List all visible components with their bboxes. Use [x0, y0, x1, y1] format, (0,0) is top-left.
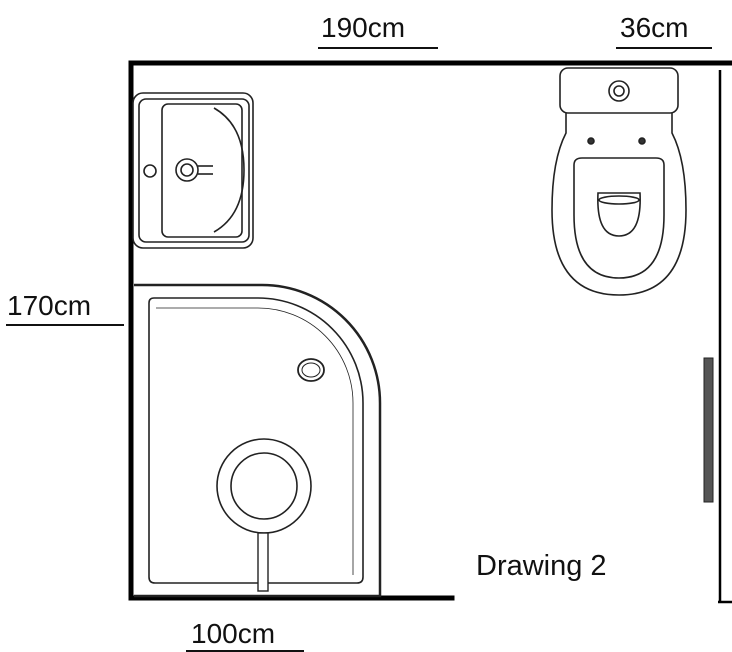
dimension-label-left: 170cm: [7, 290, 92, 321]
dimension-underline-bottom: [186, 650, 304, 652]
dimension-underline-top: [318, 47, 438, 49]
drawing-caption: Drawing 2: [476, 550, 607, 582]
shower-tray: [134, 283, 382, 598]
walls: [128, 60, 732, 601]
dimension-label-top: 190cm: [321, 12, 406, 43]
toilet: [551, 67, 687, 296]
doorway-opening: [718, 70, 732, 604]
dimension-label-bottom: 100cm: [191, 618, 276, 649]
sink: [132, 92, 254, 249]
dimension-underline-left: [6, 324, 124, 326]
dimension-label-top-right: 36cm: [620, 12, 689, 43]
dimension-underline-top-right: [616, 47, 712, 49]
window: [703, 357, 714, 503]
